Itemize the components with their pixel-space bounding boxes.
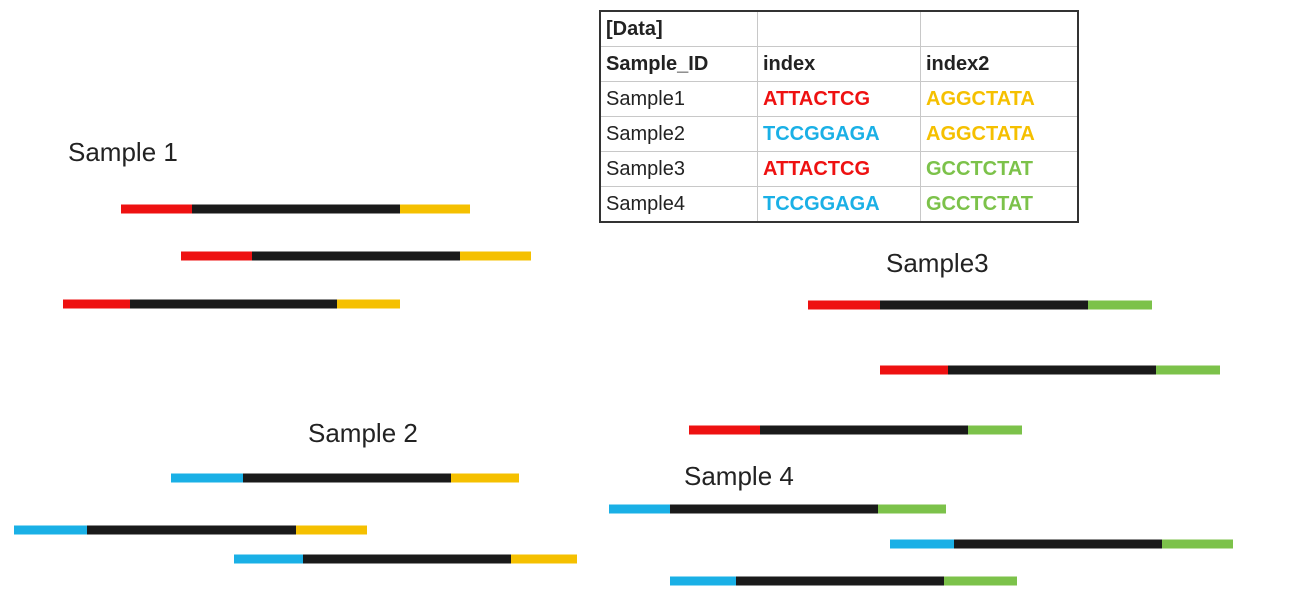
table-header-row: Sample_ID index index2 <box>599 46 1079 82</box>
index2-segment <box>1156 365 1220 375</box>
insert-segment <box>736 576 944 586</box>
index-segment <box>234 554 303 564</box>
insert-segment <box>954 539 1162 549</box>
sequencing-read <box>670 576 1017 586</box>
index2-segment <box>460 251 531 261</box>
index-cell: TCCGGAGA <box>757 186 921 223</box>
table-cell <box>920 10 1079 47</box>
index2-segment <box>451 473 519 483</box>
sample-id-cell: Sample2 <box>599 116 758 152</box>
insert-segment <box>87 525 296 535</box>
sample-sheet-table: [Data] Sample_ID index index2 Sample1 AT… <box>599 10 1079 223</box>
table-row: Sample4 TCCGGAGA GCCTCTAT <box>599 186 1079 223</box>
index-cell: ATTACTCG <box>757 151 921 187</box>
insert-segment <box>192 204 400 214</box>
index-segment <box>808 300 880 310</box>
column-header-index2: index2 <box>920 46 1079 82</box>
table-cell <box>757 10 921 47</box>
group-label-sample2: Sample 2 <box>308 418 418 448</box>
index2-cell: AGGCTATA <box>920 116 1079 152</box>
index-segment <box>63 299 130 309</box>
sequencing-read <box>121 204 470 214</box>
group-label-sample3: Sample3 <box>886 248 989 278</box>
index-cell: ATTACTCG <box>757 81 921 117</box>
group-label-sample1: Sample 1 <box>68 137 178 167</box>
insert-segment <box>243 473 451 483</box>
index-segment <box>689 425 760 435</box>
index2-segment <box>878 504 946 514</box>
insert-segment <box>303 554 511 564</box>
index2-segment <box>337 299 400 309</box>
insert-segment <box>130 299 337 309</box>
index2-segment <box>400 204 470 214</box>
table-row: Sample3 ATTACTCG GCCTCTAT <box>599 151 1079 187</box>
sequencing-read <box>890 539 1233 549</box>
sample-id-cell: Sample1 <box>599 81 758 117</box>
insert-segment <box>252 251 460 261</box>
index2-segment <box>296 525 367 535</box>
index2-cell: GCCTCTAT <box>920 186 1079 223</box>
index2-segment <box>944 576 1017 586</box>
index-segment <box>670 576 736 586</box>
insert-segment <box>880 300 1088 310</box>
index2-segment <box>1162 539 1233 549</box>
group-label-sample4: Sample 4 <box>684 461 794 491</box>
index-segment <box>880 365 948 375</box>
column-header-index: index <box>757 46 921 82</box>
sequencing-read <box>808 300 1152 310</box>
index2-segment <box>1088 300 1152 310</box>
sequencing-read <box>63 299 400 309</box>
index2-segment <box>511 554 577 564</box>
index-segment <box>181 251 252 261</box>
sequencing-read <box>181 251 531 261</box>
column-header-sample-id: Sample_ID <box>599 46 758 82</box>
insert-segment <box>670 504 878 514</box>
sequencing-read <box>689 425 1022 435</box>
table-row: [Data] <box>599 10 1079 47</box>
table-row: Sample1 ATTACTCG AGGCTATA <box>599 81 1079 117</box>
index-cell: TCCGGAGA <box>757 116 921 152</box>
index-segment <box>14 525 87 535</box>
index2-cell: AGGCTATA <box>920 81 1079 117</box>
sequencing-read <box>171 473 519 483</box>
sample-id-cell: Sample3 <box>599 151 758 187</box>
sequencing-read <box>609 504 946 514</box>
sequencing-read <box>14 525 367 535</box>
table-section-header: [Data] <box>599 10 758 47</box>
insert-segment <box>948 365 1156 375</box>
index-segment <box>171 473 243 483</box>
insert-segment <box>760 425 968 435</box>
index2-segment <box>968 425 1022 435</box>
sample-id-cell: Sample4 <box>599 186 758 223</box>
sequencing-read <box>880 365 1220 375</box>
index-segment <box>121 204 192 214</box>
index-segment <box>609 504 670 514</box>
sequencing-read <box>234 554 577 564</box>
table-row: Sample2 TCCGGAGA AGGCTATA <box>599 116 1079 152</box>
index2-cell: GCCTCTAT <box>920 151 1079 187</box>
index-segment <box>890 539 954 549</box>
